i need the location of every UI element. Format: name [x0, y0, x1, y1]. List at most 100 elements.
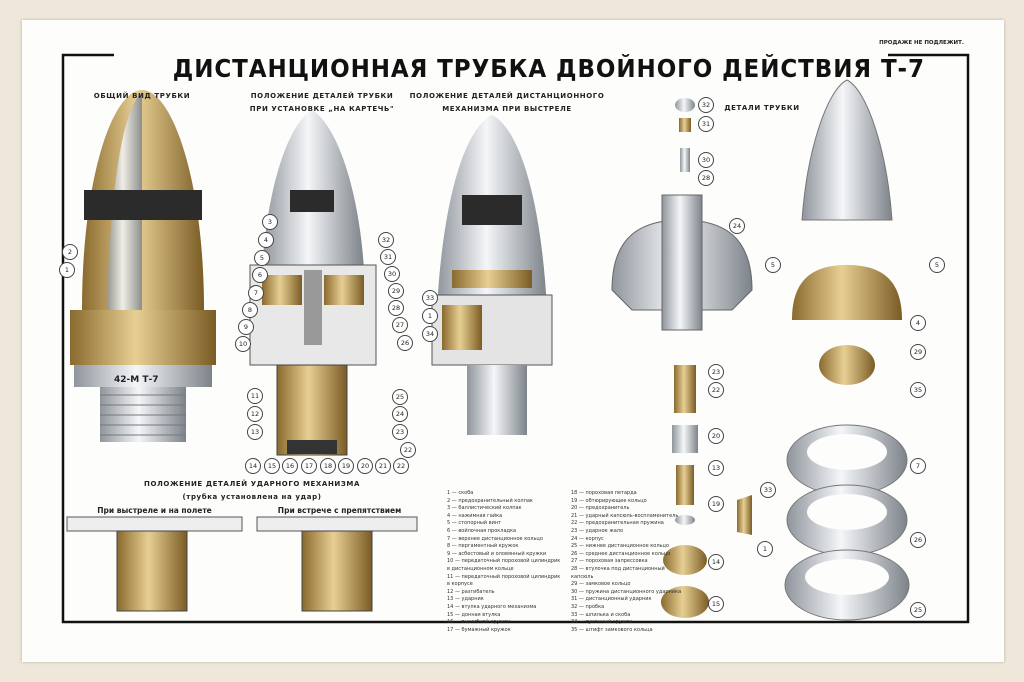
callout-number: 30 — [698, 152, 714, 168]
legend-item: 34 — суконный кружок — [571, 619, 633, 626]
legend-item: 18 — пороховая петарда — [571, 490, 637, 496]
fuze-marking: 42-М Т-7 — [114, 375, 159, 385]
legend-item: 30 — пружина дистанционного ударника — [571, 588, 682, 595]
legend-item: 5 — стопорный винт — [447, 520, 502, 527]
callout-number: 31 — [380, 249, 396, 265]
callout-number: 15 — [264, 458, 280, 474]
legend-item: 33 — шпилька и скоба — [571, 611, 631, 618]
callout-number: 31 — [698, 116, 714, 132]
callout-number: 1 — [59, 262, 75, 278]
callout-number: 21 — [375, 458, 391, 474]
legend-item: 29 — замковое кольцо — [571, 581, 631, 588]
legend-item: 27 — пороховая запрессовка — [571, 558, 648, 565]
callout-number: 23 — [392, 424, 408, 440]
callout-number: 15 — [708, 596, 724, 612]
heading-line: ПОЛОЖЕНИЕ ДЕТАЛЕЙ ТРУБКИ — [250, 92, 394, 100]
callout-number: 22 — [708, 382, 724, 398]
callout-number: 3 — [262, 214, 278, 230]
legend-item: 15 — донная втулка — [447, 611, 501, 618]
callout-number: 13 — [247, 424, 263, 440]
callout-number: 10 — [235, 336, 251, 352]
impact-mechanism-views — [66, 516, 418, 612]
caption-impact-flight: При выстреле и на полете — [97, 506, 212, 515]
callout-number: 19 — [708, 496, 724, 512]
legend-item: 8 — пергаментный кружок — [447, 543, 519, 550]
legend-item: 7 — верхнее дистанционное кольцо — [447, 535, 543, 542]
callout-number: 25 — [392, 389, 408, 405]
callout-number: 20 — [708, 428, 724, 444]
callout-number: 9 — [238, 319, 254, 335]
callout-number: 30 — [384, 266, 400, 282]
heading-line: МЕХАНИЗМА ПРИ ВЫСТРЕЛЕ — [442, 105, 572, 113]
legend-item: 28 — втулочка под дистанционный капсюль — [571, 565, 665, 580]
heading-impact-mechanism: ПОЛОЖЕНИЕ ДЕТАЛЕЙ УДАРНОГО МЕХАНИЗМА (тр… — [82, 478, 422, 504]
heading-parts: ДЕТАЛИ ТРУБКИ — [724, 104, 800, 112]
callout-number: 4 — [258, 232, 274, 248]
heading-line: ПОЛОЖЕНИЕ ДЕТАЛЕЙ ДИСТАНЦИОННОГО — [409, 92, 605, 100]
poster-frame — [61, 53, 970, 624]
legend-item: 16 — вышибной кружок — [447, 619, 511, 626]
callout-number: 19 — [338, 458, 354, 474]
legend-item: 26 — среднее дистанционное кольцо — [571, 550, 671, 557]
legend-item: 32 — пробка — [571, 603, 605, 610]
callout-number: 4 — [910, 315, 926, 331]
callout-number: 13 — [708, 460, 724, 476]
callout-number: 8 — [242, 302, 258, 318]
fuze-general-view — [70, 90, 216, 442]
callout-number: 2 — [62, 244, 78, 260]
callout-number: 20 — [357, 458, 373, 474]
callout-number: 26 — [910, 532, 926, 548]
callout-number: 11 — [247, 388, 263, 404]
legend-item: 11 — передаточный пороховой цилиндрик в … — [447, 573, 561, 588]
legend-item: 3 — баллистический колпак — [447, 505, 522, 512]
callout-number: 12 — [247, 406, 263, 422]
heading-line: (трубка установлена на удар) — [182, 493, 322, 501]
callout-number: 22 — [400, 442, 416, 458]
exploded-parts — [611, 98, 753, 618]
callout-number: 26 — [397, 335, 413, 351]
callout-number: 29 — [388, 283, 404, 299]
legend-item: 24 — корпус — [571, 535, 604, 542]
legend-item: 17 — бумажный кружок — [447, 626, 511, 633]
legend-item: 9 — асбестовый и оловянный кружки — [447, 550, 547, 557]
poster: ДИСТАНЦИОННАЯ ТРУБКА ДВОЙНОГО ДЕЙСТВИЯ Т… — [22, 20, 1004, 662]
legend-item: 1 — скоба — [447, 490, 474, 496]
callout-number: 14 — [245, 458, 261, 474]
heading-line: ПОЛОЖЕНИЕ ДЕТАЛЕЙ УДАРНОГО МЕХАНИЗМА — [143, 480, 361, 488]
callout-number: 18 — [320, 458, 336, 474]
legend-item: 10 — передаточный пороховой цилиндрик в … — [447, 558, 561, 572]
legend-item: 13 — ударник — [447, 596, 484, 603]
callout-number: 28 — [698, 170, 714, 186]
callout-number: 5 — [254, 250, 270, 266]
callout-number: 24 — [392, 406, 408, 422]
callout-number: 14 — [708, 554, 724, 570]
heading-line: ПРИ УСТАНОВКЕ „НА КАРТЕЧЬ" — [249, 105, 395, 113]
not-for-sale-note: ПРОДАЖЕ НЕ ПОДЛЕЖИТ. — [879, 40, 964, 46]
callout-number: 25 — [910, 602, 926, 618]
legend-item: 12 — разгибатель — [447, 588, 495, 595]
callout-number: 32 — [378, 232, 394, 248]
legend-item: 19 — обтюрирующее кольцо — [571, 497, 647, 504]
callout-number: 22 — [393, 458, 409, 474]
callout-number: 28 — [388, 300, 404, 316]
callout-number: 1 — [757, 541, 773, 557]
heading-time-mechanism: ПОЛОЖЕНИЕ ДЕТАЛЕЙ ДИСТАНЦИОННОГО МЕХАНИЗ… — [407, 90, 607, 116]
fuze-time-section — [431, 115, 553, 435]
callout-number: 35 — [910, 382, 926, 398]
callout-number: 32 — [698, 97, 714, 113]
legend-item: 35 — штифт замкового кольца — [571, 626, 653, 633]
heading-canister-setting: ПОЛОЖЕНИЕ ДЕТАЛЕЙ ТРУБКИ ПРИ УСТАНОВКЕ „… — [242, 90, 402, 116]
callout-number: 17 — [301, 458, 317, 474]
fuze-canister-section — [249, 110, 377, 456]
callout-number: 23 — [708, 364, 724, 380]
legend-item: 31 — дистанционный ударник — [571, 596, 652, 603]
callout-number: 6 — [252, 267, 268, 283]
callout-number: 27 — [392, 317, 408, 333]
legend-item: 6 — войлочная прокладка — [447, 527, 517, 534]
callout-number: 5 — [765, 257, 781, 273]
heading-general-view: ОБЩИЙ ВИД ТРУБКИ — [93, 92, 191, 100]
caption-impact-obstacle: При встрече с препятствием — [277, 506, 402, 515]
callout-number: 33 — [422, 290, 438, 306]
callout-number: 16 — [282, 458, 298, 474]
